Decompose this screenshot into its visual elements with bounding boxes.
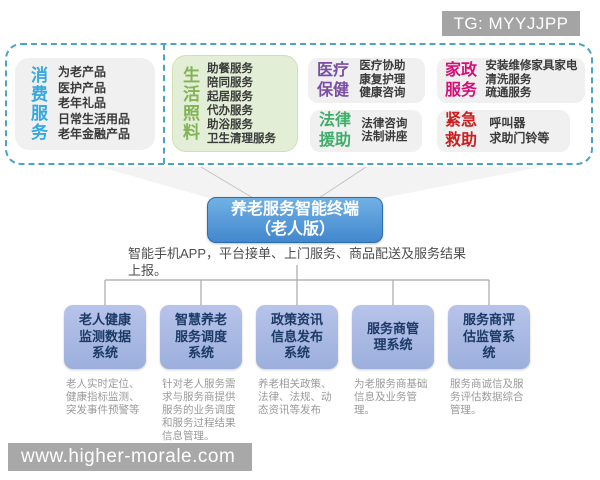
system-note: 为老服务商基础信息及业务管理。 [354,378,428,416]
service-item: 为老产品 [58,65,107,80]
top-watermark: TG: MYYJJPP [442,11,580,36]
service-item: 日常生活用品 [58,111,131,126]
service-item: 起居服务 [207,90,253,103]
system-note: 老人实时定位、健康指标监测、突发事件预警等 [66,378,140,416]
service-item: 助餐服务 [207,62,253,75]
bottom-watermark: www.higher-morale.com [8,443,252,471]
services-container [5,43,593,165]
service-item: 康复护理 [359,73,406,86]
terminal-title-line2: （老人版） [254,221,335,238]
service-item-list: 安装维修家具家电清洗服务疏通服务 [485,60,577,101]
service-label: 紧急救助 [445,112,478,149]
service-item: 清洗服务 [485,73,532,86]
service-label: 法律援助 [319,112,352,149]
service-box-housekeeping: 家政服务 安装维修家具家电清洗服务疏通服务 [437,58,585,103]
service-item-list: 法律咨询法制讲座 [361,118,407,145]
service-item: 疏通服务 [485,87,532,100]
system-note: 养老相关政策、法律、法规、动态资讯等发布 [258,378,332,416]
service-item: 代办服务 [207,104,253,117]
services-divider [163,44,165,164]
terminal-node: 养老服务智能终端 （老人版） [207,197,383,243]
system-box-provider-evaluation: 服务商评估监管系统 [448,305,530,369]
funnel-line-left [200,166,254,199]
system-box-policy-info: 政策资讯信息发布系统 [256,305,338,369]
service-item: 求助门铃等 [489,131,550,145]
service-item: 法律咨询 [361,117,408,130]
system-box-service-dispatch: 智慧养老服务调度系统 [160,305,242,369]
terminal-title-line1: 养老服务智能终端 [230,201,359,218]
service-item: 老年礼品 [58,96,107,111]
service-box-consumer: 消费服务 为老产品医护产品老年礼品日常生活用品老年金融产品 [15,58,155,150]
funnel-line-right [318,166,367,199]
service-item: 安装维修家具家电 [485,60,578,73]
service-label: 消费服务 [28,66,47,142]
service-label: 家政服务 [445,61,478,99]
service-item-list: 助餐服务陪同服务起居服务代办服务助浴服务卫生清理服务 [207,62,276,146]
system-box-health-monitoring: 老人健康监测数据系统 [64,305,146,369]
service-box-daily-care: 生活照料 助餐服务陪同服务起居服务代办服务助浴服务卫生清理服务 [172,55,298,152]
service-label: 医疗保健 [317,61,350,99]
service-item: 卫生清理服务 [207,132,276,145]
service-box-legal: 法律援助 法律咨询法制讲座 [310,110,422,152]
service-item-list: 呼叫器求助门铃等 [489,116,549,146]
service-item: 呼叫器 [489,116,526,130]
service-item: 医疗协助 [359,60,406,73]
funnel-shape [100,167,540,198]
service-item: 陪同服务 [207,76,253,89]
service-item: 法制讲座 [361,131,408,143]
service-box-emergency: 紧急救助 呼叫器求助门铃等 [437,110,570,152]
terminal-description: 智能手机APP，平台接单、上门服务、商品配送及服务结果上报。 [128,246,467,278]
system-note: 针对老人服务需求与服务商提供服务的业务调度和服务过程结果信息管理。 [162,378,236,442]
service-box-medical: 医疗保健 医疗协助康复护理健康咨询 [308,58,425,103]
service-item: 医护产品 [58,80,107,95]
service-label: 生活照料 [180,65,199,142]
system-note: 服务商诚信及服务评估数据综合管理。 [450,378,524,416]
service-item-list: 医疗协助康复护理健康咨询 [359,60,405,101]
service-item: 助浴服务 [207,118,253,131]
service-item: 健康咨询 [359,87,406,100]
system-box-provider-management: 服务商管理系统 [352,305,434,369]
service-item: 老年金融产品 [58,127,131,142]
service-item-list: 为老产品医护产品老年礼品日常生活用品老年金融产品 [58,65,130,143]
